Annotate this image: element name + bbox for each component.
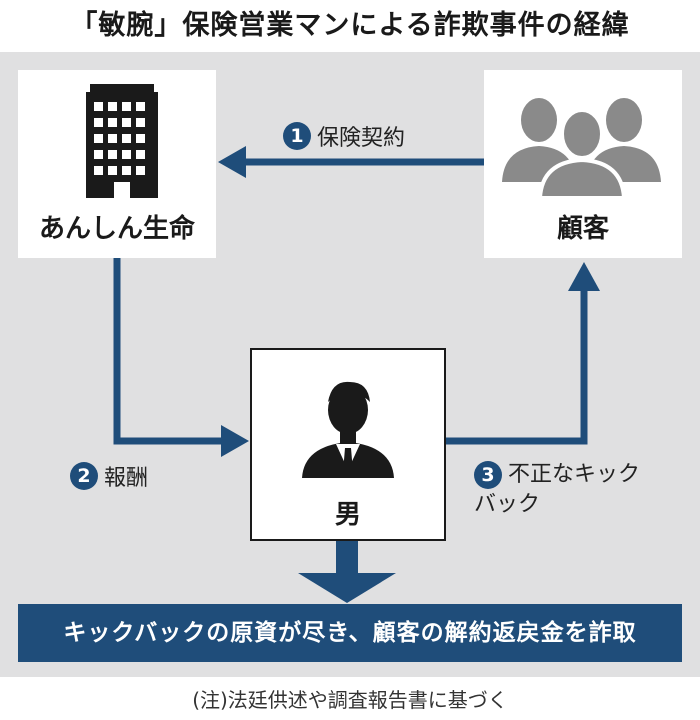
arrow-down-shaft (336, 541, 358, 574)
source-note: (注)法廷供述や調査報告書に基づく (192, 688, 508, 712)
man-label: 男 (334, 500, 361, 530)
step-kickback-text: 不正なキック バック (474, 460, 641, 520)
arrow-reward-head (221, 425, 249, 457)
step-number-1: 1 (283, 122, 311, 150)
step-kickback-label-line2: バック (474, 492, 541, 517)
company-label: あんしん生命 (38, 214, 195, 244)
step-reward-label: 報酬 (104, 466, 149, 491)
arrow-reward-line (113, 258, 224, 445)
man-box: 男 (250, 348, 446, 541)
arrow-kickback-line (446, 288, 588, 445)
customers-box: 顧客 (484, 70, 682, 258)
businessman-icon (302, 381, 394, 478)
page-title: 「敏腕」保険営業マンによる詐欺事件の経緯 (70, 10, 630, 41)
step-contract: 1 保険契約 (283, 120, 405, 152)
result-banner: キックバックの原資が尽き、顧客の解約返戻金を詐取 (18, 604, 682, 662)
step-number-2: 2 (70, 462, 98, 490)
step-number-3: 3 (474, 461, 502, 489)
arrow-kickback-head (568, 262, 600, 291)
step-kickback: 3 不正なキック バック (474, 460, 640, 520)
step-kickback-label-line1: 不正なキック (508, 462, 641, 487)
arrow-down-head (298, 573, 396, 603)
arrow-contract-head (218, 146, 246, 178)
step-contract-label: 保険契約 (317, 126, 406, 151)
office-building-icon (86, 84, 158, 198)
step-reward: 2 報酬 (70, 460, 148, 492)
customers-label: 顧客 (556, 214, 609, 244)
company-box: あんしん生命 (18, 70, 216, 258)
people-group-icon (502, 98, 661, 200)
